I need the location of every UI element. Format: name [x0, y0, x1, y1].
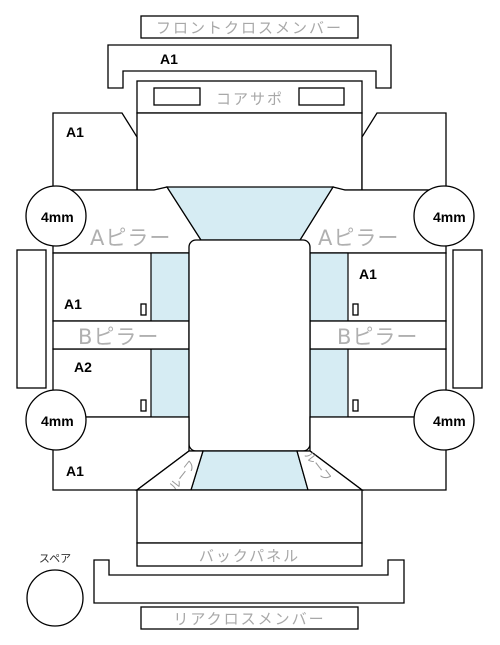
- front-cross-member-box: [140, 15, 359, 39]
- headlight-right: [298, 87, 345, 106]
- hood: [136, 112, 363, 191]
- window-front-right: [309, 252, 349, 322]
- mid-left-upper-grade: A1: [64, 296, 82, 312]
- a-pillar-right-label: Aピラー: [318, 226, 399, 250]
- front-member-bracket: [107, 44, 392, 89]
- rear-left-grade: A1: [66, 463, 84, 479]
- back-panel: [136, 542, 363, 567]
- b-pillar-right-label: Bピラー: [337, 325, 418, 349]
- side-sill-right: [452, 249, 483, 389]
- window-rear-right: [309, 348, 349, 418]
- door-handle-front-right: [352, 303, 359, 316]
- roof: [188, 239, 311, 452]
- spare-label: スペア: [39, 552, 71, 565]
- front-right-fender: [361, 112, 447, 191]
- rear-cross-member-box: [140, 606, 359, 630]
- front-member-grade: A1: [160, 51, 178, 67]
- mid-right-upper-grade: A1: [359, 266, 377, 282]
- rear-cross-member-label: リアクロスメンバー: [173, 610, 325, 628]
- window-front-left: [150, 252, 190, 322]
- door-handle-front-left: [140, 303, 147, 316]
- side-sill-left: [16, 249, 47, 389]
- tire-front-right: [413, 185, 475, 247]
- door-handle-rear-right: [352, 399, 359, 412]
- core-support-label: コアサポ: [216, 90, 284, 108]
- b-pillar-left-label: Bピラー: [78, 325, 159, 349]
- tire-rear-left: [25, 389, 87, 451]
- rear-member-bracket: [93, 559, 405, 604]
- tire-rear-right: [413, 389, 475, 451]
- spare-tire: [26, 569, 84, 627]
- headlight-left: [153, 87, 201, 106]
- front-left-fender: [52, 112, 138, 191]
- door-handle-rear-left: [140, 399, 147, 412]
- trunk: [136, 489, 363, 544]
- tire-front-left-depth: 4mm: [41, 209, 74, 225]
- rear-window: [190, 450, 309, 491]
- tire-rear-right-depth: 4mm: [433, 413, 466, 429]
- mid-left-lower-grade: A2: [74, 359, 92, 375]
- tire-front-left: [25, 185, 87, 247]
- front-cross-member-label: フロントクロスメンバー: [156, 19, 343, 37]
- front-left-grade: A1: [66, 124, 84, 140]
- window-rear-left: [150, 348, 190, 418]
- tire-rear-left-depth: 4mm: [41, 413, 74, 429]
- a-pillar-left-label: Aピラー: [90, 226, 171, 250]
- back-panel-label: バックパネル: [199, 547, 300, 565]
- tire-front-right-depth: 4mm: [433, 209, 466, 225]
